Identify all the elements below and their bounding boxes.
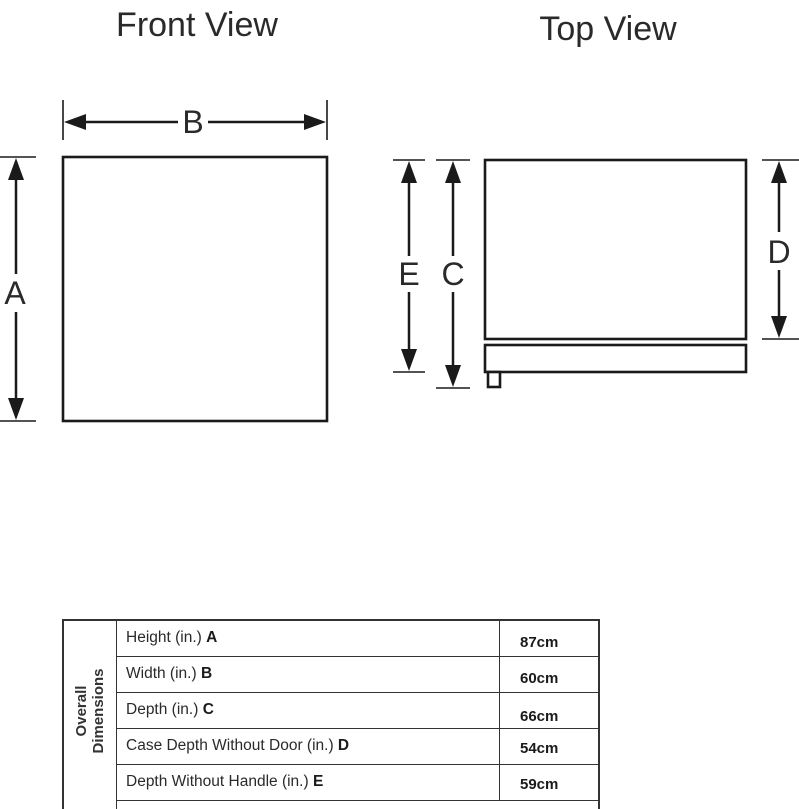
- dimension-b: B: [62, 100, 328, 140]
- dimensions-table: Overall Dimensions Height (in.) A 87cm W…: [62, 619, 600, 809]
- table-side-label-line1: Overall: [73, 685, 90, 737]
- table-value-cell: 54cm: [499, 729, 600, 764]
- dimension-c-arrow-top: [445, 161, 461, 183]
- table-row-label: Depth (in.) C: [126, 701, 214, 719]
- table-side-header: Overall Dimensions: [64, 621, 117, 809]
- dimension-d-label: D: [767, 234, 790, 270]
- dimension-d-arrow-top: [771, 161, 787, 183]
- row-label-key: B: [200, 665, 213, 682]
- dimension-a-arrow-bottom: [8, 398, 24, 420]
- row-label-key: A: [206, 629, 218, 646]
- table-value-cell: 66cm: [499, 693, 600, 728]
- dimension-c-arrow-bottom: [445, 365, 461, 387]
- table-row-label: Case Depth Without Door (in.) D: [126, 737, 349, 755]
- table-value-cell: 59cm: [499, 765, 600, 800]
- dimension-a-label: A: [4, 275, 26, 311]
- table-side-label-line2: Dimensions: [90, 668, 107, 754]
- dimension-d: D: [762, 159, 799, 340]
- dimension-c-label: C: [441, 256, 464, 292]
- table-row: Height (in.) A 87cm: [117, 621, 600, 657]
- table-value-cell: 87cm: [499, 621, 600, 656]
- row-label-key: E: [312, 773, 324, 790]
- row-label-text: Depth (in.): [126, 701, 199, 718]
- row-label-text: Width (in.): [126, 665, 197, 682]
- top-view-case-outline: [483, 158, 748, 341]
- table-row-value: 87cm: [520, 634, 559, 651]
- row-label-key: C: [202, 701, 214, 718]
- table-row-value: 59cm: [520, 776, 559, 793]
- table-row-label: Height (in.) A: [126, 629, 217, 647]
- table-row-label: Depth Without Handle (in.) E: [126, 773, 323, 791]
- front-view-title: Front View: [116, 6, 278, 44]
- dimension-b-arrow-right: [304, 114, 326, 130]
- table-value-cell: 60cm: [499, 657, 600, 692]
- row-label-text: Depth Without Handle (in.): [126, 773, 309, 790]
- dimension-e-arrow-top: [401, 161, 417, 183]
- table-row: Width (in.) B 60cm: [117, 657, 600, 693]
- table-row-value: 54cm: [520, 740, 559, 757]
- row-label-key: D: [337, 737, 350, 754]
- table-row-value: 66cm: [520, 708, 559, 725]
- dimension-e-arrow-bottom: [401, 349, 417, 371]
- row-label-text: Height (in.): [126, 629, 202, 646]
- table-row: Case Depth Without Door (in.) D 54cm: [117, 729, 600, 765]
- top-view-door-outline: [483, 343, 748, 374]
- dimension-b-label: B: [182, 104, 203, 140]
- table-row-value: 60cm: [520, 670, 559, 687]
- front-view-outline: [61, 155, 329, 423]
- front-view: B A: [0, 100, 329, 423]
- top-view: E C D: [393, 158, 799, 389]
- dimension-e-label: E: [398, 256, 419, 292]
- table-side-label: Overall Dimensions: [73, 668, 107, 753]
- dimension-a: A: [0, 156, 36, 422]
- table-row: Depth Without Handle (in.) E 59cm: [117, 765, 600, 801]
- table-row: Depth (in.) C 66cm: [117, 693, 600, 729]
- top-view-handle: [486, 370, 502, 389]
- top-view-title: Top View: [539, 10, 677, 48]
- dimension-b-arrow-left: [64, 114, 86, 130]
- dimension-c: C: [436, 159, 470, 389]
- dimension-e: E: [393, 159, 425, 373]
- dimension-a-arrow-top: [8, 158, 24, 180]
- dimension-d-arrow-bottom: [771, 316, 787, 338]
- table-row-label: Width (in.) B: [126, 665, 212, 683]
- row-label-text: Case Depth Without Door (in.): [126, 737, 334, 754]
